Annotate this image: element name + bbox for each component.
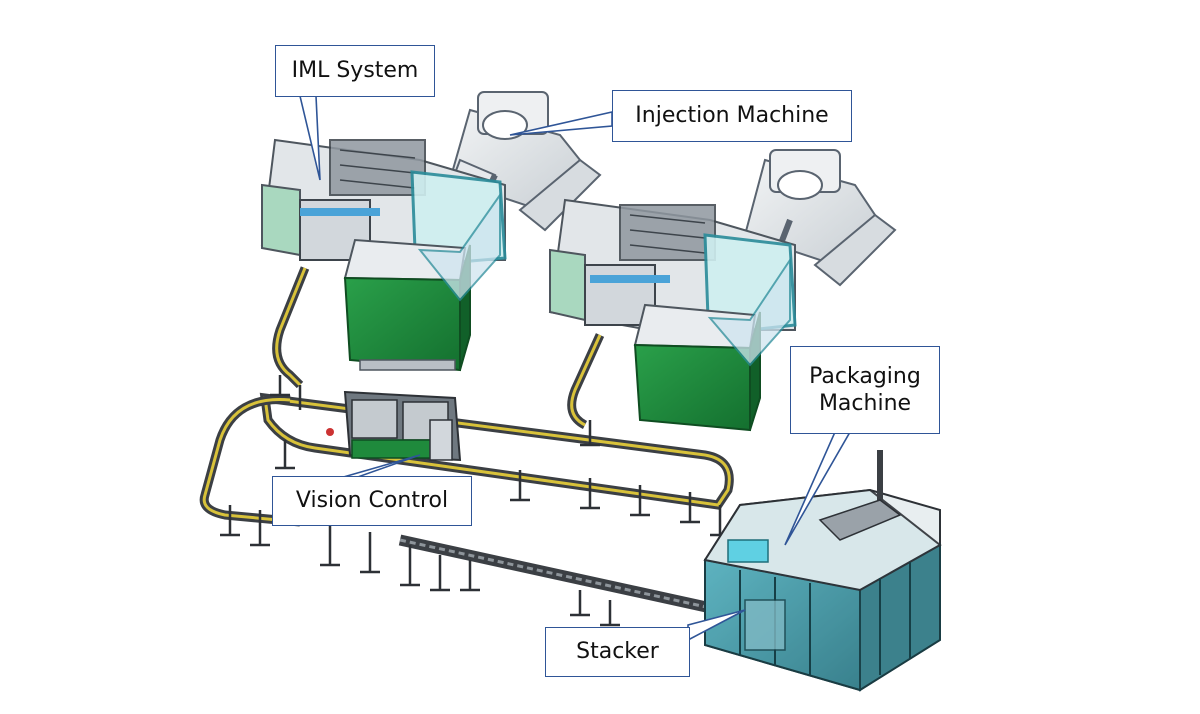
iml-system-1 — [260, 138, 507, 264]
callout-vision-control: Vision Control — [272, 476, 472, 526]
green-mold-unit-1 — [343, 191, 501, 372]
label-packaging-machine: Packaging Machine — [809, 363, 921, 417]
conveyor-system — [199, 266, 734, 627]
injection-machine-2 — [743, 149, 897, 287]
conveyor-feeder-2 — [567, 333, 605, 430]
production-unit-2 — [548, 149, 897, 432]
green-mold-unit-2 — [633, 256, 791, 432]
callout-pointers — [298, 95, 852, 642]
stacker — [744, 599, 786, 651]
label-stacker: Stacker — [576, 639, 659, 665]
callout-iml-system: IML System — [275, 45, 435, 97]
callout-stacker: Stacker — [545, 627, 690, 677]
vision-control-station — [326, 390, 462, 462]
label-injection-machine: Injection Machine — [635, 103, 829, 129]
packaging-machine — [703, 450, 942, 692]
production-unit-1 — [260, 91, 602, 372]
callout-packaging-machine: Packaging Machine — [790, 346, 940, 434]
callout-injection-machine: Injection Machine — [612, 90, 852, 142]
label-iml-system: IML System — [291, 58, 419, 84]
label-vision-control: Vision Control — [295, 488, 449, 514]
